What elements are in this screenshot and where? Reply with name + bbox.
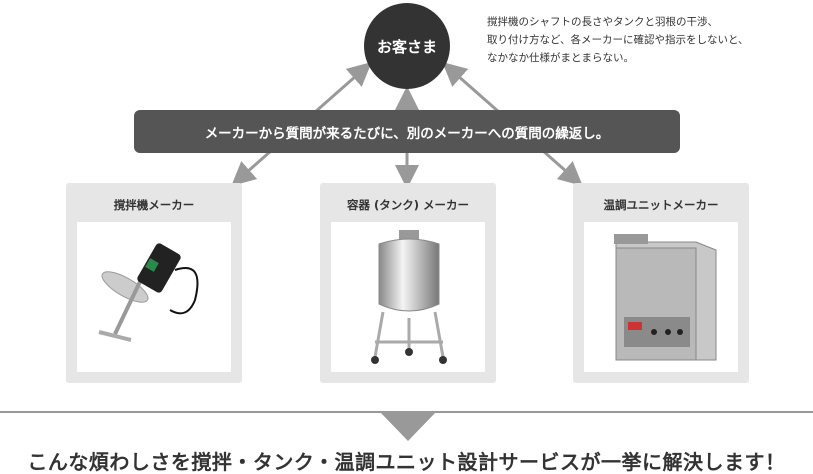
maker-title: 容器 (タンク) メーカー: [346, 198, 470, 212]
conclusion-text: こんな煩わしさを撹拌・タンク・温調ユニット設計サービスが一挙に解決します！: [27, 450, 786, 474]
tank-image: [331, 222, 485, 372]
customer-label: お客さま: [376, 37, 437, 56]
note-line: なかなか仕様がまとまらない。: [487, 52, 634, 64]
maker-title: 撹拌機メーカー: [113, 198, 195, 212]
maker-box-tank: 容器 (タンク) メーカー: [320, 183, 496, 383]
maker-box-temperature: 温調ユニットメーカー: [573, 183, 749, 383]
temperature-unit-image: [584, 222, 738, 372]
divider: [0, 411, 813, 413]
note-text: 撹拌機のシャフトの長さやタンクと羽根の干渉、 取り付け方など、各メーカーに確認や…: [487, 13, 749, 67]
maker-box-mixer: 撹拌機メーカー: [66, 183, 242, 383]
down-triangle-icon: [380, 412, 436, 441]
maker-title: 温調ユニットメーカー: [603, 198, 719, 212]
note-line: 撹拌機のシャフトの長さやタンクと羽根の干渉、: [487, 16, 718, 28]
banner-text: メーカーから質問が来るたびに、別のメーカーへの質問の繰返し。: [204, 125, 610, 142]
question-banner: メーカーから質問が来るたびに、別のメーカーへの質問の繰返し。: [134, 110, 680, 153]
mixer-image: [77, 222, 231, 372]
customer-circle: お客さま: [364, 3, 450, 89]
note-line: 取り付け方など、各メーカーに確認や指示をしないと、: [487, 34, 749, 46]
